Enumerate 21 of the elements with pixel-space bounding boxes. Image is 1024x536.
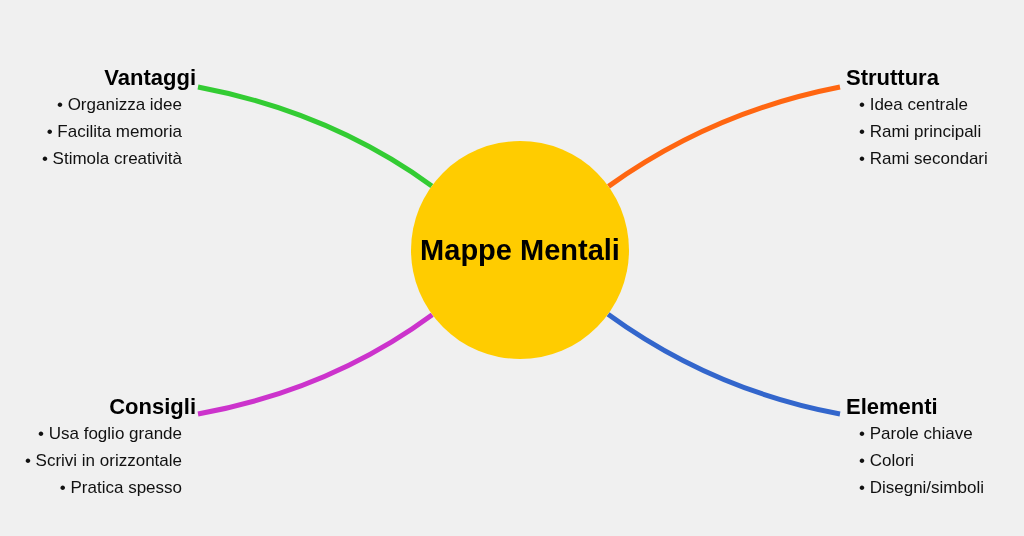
list-item: • Facilita memoria bbox=[45, 121, 183, 143]
list-item: • Scrivi in orizzontale bbox=[23, 450, 183, 472]
branch-line bbox=[607, 84, 841, 189]
branch-heading: Struttura bbox=[846, 64, 940, 91]
list-item: • Colori bbox=[858, 450, 916, 472]
branch-line bbox=[197, 312, 434, 417]
branch-heading: Vantaggi bbox=[103, 64, 196, 91]
branch-heading: Elementi bbox=[846, 393, 939, 420]
list-item: • Rami secondari bbox=[858, 148, 989, 170]
list-item: • Stimola creatività bbox=[40, 148, 183, 170]
branch-heading: Consigli bbox=[108, 393, 196, 420]
list-item: • Parole chiave bbox=[858, 423, 974, 445]
list-item: • Organizza idee bbox=[55, 94, 183, 116]
central-topic: Mappe Mentali bbox=[420, 233, 620, 267]
branch-line bbox=[197, 84, 434, 188]
branch-line bbox=[606, 312, 841, 417]
list-item: • Idea centrale bbox=[858, 94, 969, 116]
list-item: • Rami principali bbox=[858, 121, 983, 143]
list-item: • Disegni/simboli bbox=[858, 477, 985, 499]
list-item: • Pratica spesso bbox=[58, 477, 183, 499]
list-item: • Usa foglio grande bbox=[37, 423, 183, 445]
